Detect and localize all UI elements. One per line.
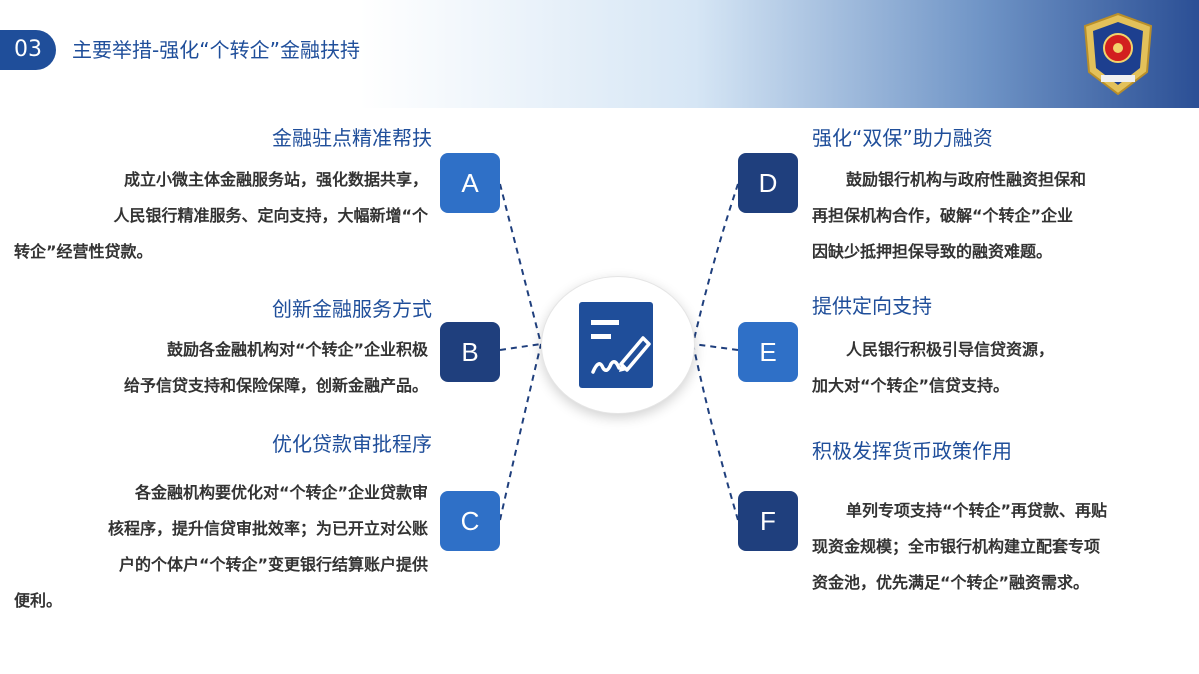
item-a-line: 人民银行精准服务、定向支持，大幅新增“个: [113, 206, 428, 225]
connector-f: [692, 343, 739, 521]
connector-e: [692, 343, 739, 351]
item-f-title: 积极发挥货币政策作用: [812, 439, 1012, 463]
letter-badge-c: C: [440, 491, 500, 551]
letter-badge-d: D: [738, 153, 798, 213]
connector-c: [499, 343, 542, 521]
item-d-title: 强化“双保”助力融资: [812, 126, 993, 150]
connector-d: [692, 183, 739, 345]
item-b-title: 创新金融服务方式: [272, 297, 432, 321]
letter-badge-f: F: [738, 491, 798, 551]
item-e-title: 提供定向支持: [812, 294, 932, 318]
item-a-description: 成立小微主体金融服务站，强化数据共享， 人民银行精准服务、定向支持，大幅新增“个…: [14, 162, 428, 270]
item-b-description: 鼓励各金融机构对“个转企”企业积极 给予信贷支持和保险保障，创新金融产品。: [14, 332, 428, 404]
sign-document-icon: [579, 302, 653, 388]
item-e-line: 加大对“个转企”信贷支持。: [812, 376, 1010, 395]
item-c-line: 各金融机构要优化对“个转企”企业贷款审: [134, 483, 428, 502]
item-c-title: 优化贷款审批程序: [272, 432, 432, 456]
letter-badge-e: E: [738, 322, 798, 382]
item-d-line: 因缺少抵押担保导致的融资难题。: [812, 242, 1053, 261]
item-e-description: 人民银行积极引导信贷资源， 加大对“个转企”信贷支持。: [812, 332, 1192, 404]
item-d-description: 鼓励银行机构与政府性融资担保和 再担保机构合作，破解“个转企”企业 因缺少抵押担…: [812, 162, 1192, 270]
police-emblem-icon: [1083, 12, 1153, 96]
item-e-line: 人民银行积极引导信贷资源，: [846, 340, 1055, 359]
item-c-line: 户的个体户“个转企”变更银行结算账户提供: [118, 555, 428, 574]
item-c-line: 便利。: [14, 591, 63, 610]
center-hub: [541, 276, 695, 414]
item-a-title: 金融驻点精准帮扶: [272, 126, 432, 150]
page-title: 主要举措-强化“个转企”金融扶持: [72, 38, 360, 62]
item-b-line: 给予信贷支持和保险保障，创新金融产品。: [123, 376, 428, 395]
item-f-description: 单列专项支持“个转企”再贷款、再贴 现资金规模；全市银行机构建立配套专项 资金池…: [812, 493, 1197, 601]
connector-b: [499, 343, 542, 351]
item-d-line: 鼓励银行机构与政府性融资担保和: [846, 170, 1087, 189]
item-f-line: 单列专项支持“个转企”再贷款、再贴: [846, 501, 1108, 520]
item-c-description: 各金融机构要优化对“个转企”企业贷款审 核程序，提升信贷审批效率；为已开立对公账…: [14, 475, 428, 619]
letter-badge-a: A: [440, 153, 500, 213]
item-a-line: 成立小微主体金融服务站，强化数据共享，: [123, 170, 428, 189]
connector-a: [499, 183, 542, 345]
item-b-line: 鼓励各金融机构对“个转企”企业积极: [166, 340, 428, 359]
item-f-line: 现资金规模；全市银行机构建立配套专项: [812, 537, 1101, 556]
section-number-badge: 03: [0, 30, 56, 70]
item-c-line: 核程序，提升信贷审批效率；为已开立对公账: [107, 519, 428, 538]
header-banner: [0, 0, 1199, 108]
item-a-line: 转企”经营性贷款。: [14, 242, 153, 261]
item-f-line: 资金池，优先满足“个转企”融资需求。: [812, 573, 1090, 592]
item-d-line: 再担保机构合作，破解“个转企”企业: [812, 206, 1074, 225]
letter-badge-b: B: [440, 322, 500, 382]
